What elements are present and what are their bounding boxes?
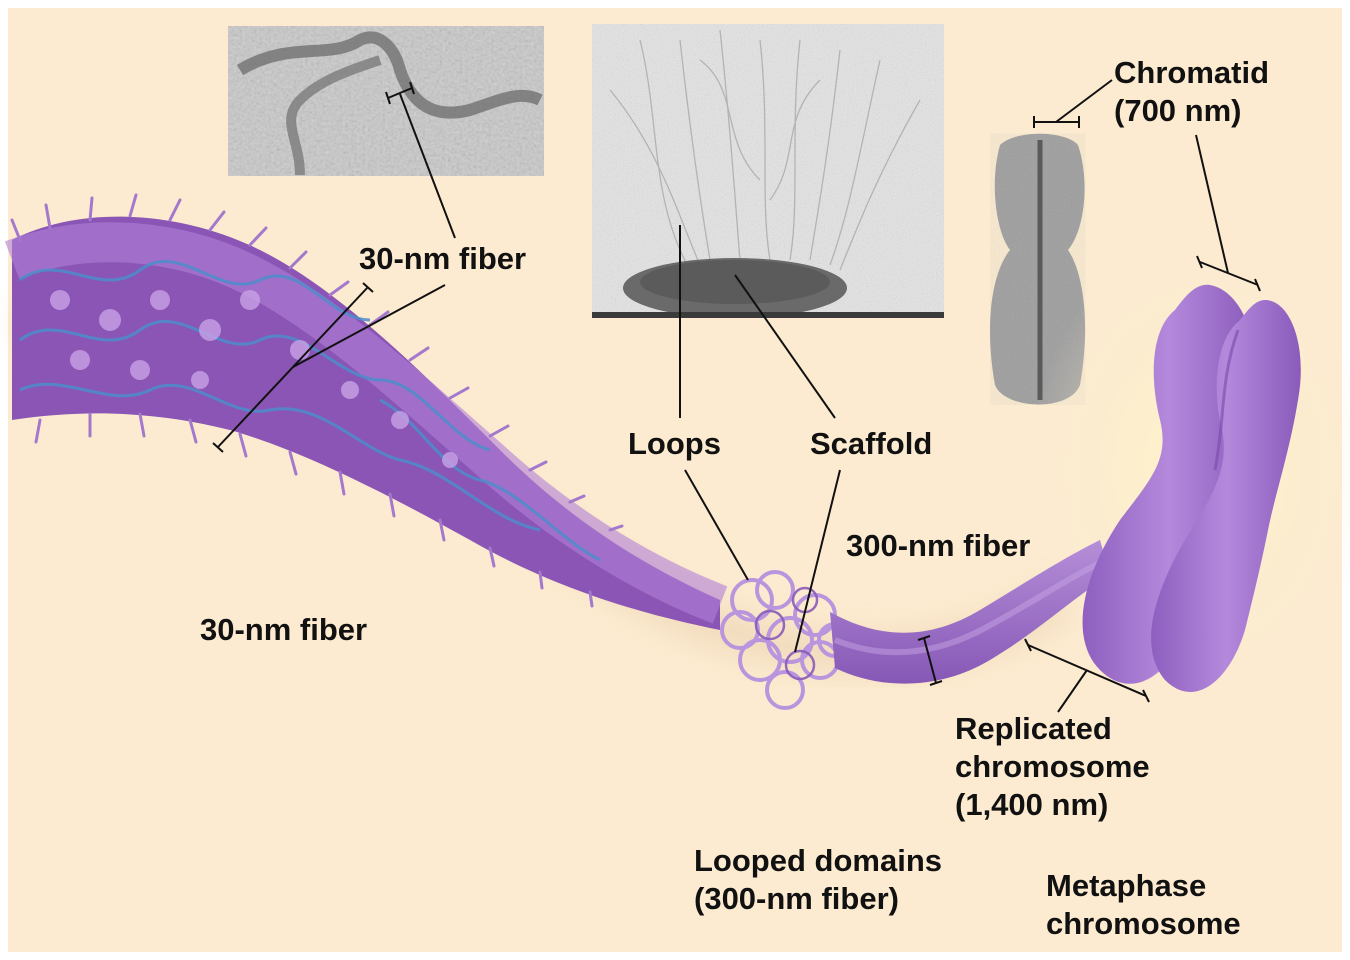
leader-lines [212, 79, 1261, 713]
label-30nm-fiber-top: 30-nm fiber [359, 241, 527, 276]
fiber-30nm-illustration [4, 193, 728, 631]
label-replicated-line1: Replicated [955, 711, 1112, 746]
label-chromatid-line1: Chromatid [1114, 55, 1269, 90]
label-metaphase-chromosome: Metaphase chromosome [1046, 867, 1241, 943]
label-replicated-line2: chromosome [955, 749, 1150, 784]
label-metaphase-line2: chromosome [1046, 906, 1241, 941]
label-metaphase-line1: Metaphase [1046, 868, 1207, 903]
micrograph-loops-scaffold [592, 24, 944, 318]
micrograph-30nm-fiber [228, 26, 544, 176]
label-30nm-fiber-bottom: 30-nm fiber [200, 612, 368, 647]
label-looped-domains: Looped domains (300-nm fiber) [694, 842, 942, 918]
label-scaffold: Scaffold [810, 426, 933, 461]
label-chromatid: Chromatid (700 nm) [1114, 54, 1269, 130]
label-300nm-fiber: 300-nm fiber [846, 528, 1031, 563]
label-chromatid-line2: (700 nm) [1114, 93, 1242, 128]
micrograph-chromosome [990, 133, 1086, 405]
label-replicated-line3: (1,400 nm) [955, 787, 1109, 822]
label-loops: Loops [628, 426, 721, 461]
label-looped-line1: Looped domains [694, 843, 942, 878]
label-looped-line2: (300-nm fiber) [694, 881, 899, 916]
label-replicated-chromosome: Replicated chromosome (1,400 nm) [955, 710, 1150, 824]
fiber-300nm-illustration [830, 540, 1110, 684]
metaphase-chromosome-illustration [1082, 284, 1301, 692]
